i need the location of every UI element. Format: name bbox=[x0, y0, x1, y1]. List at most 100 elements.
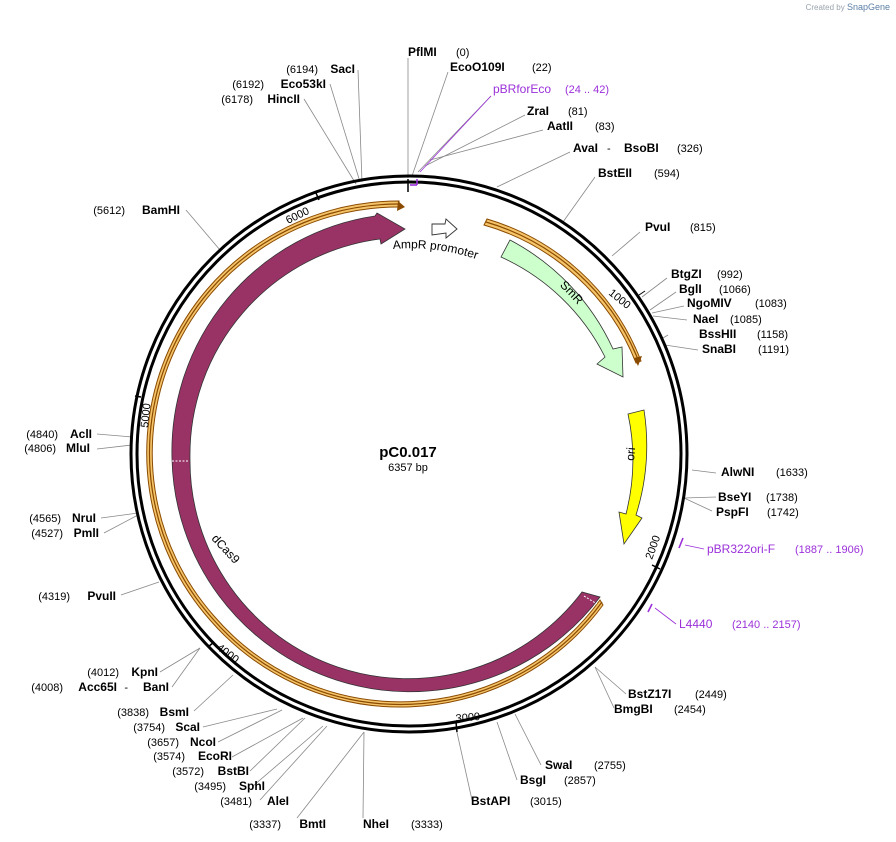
primer-leaders bbox=[419, 95, 705, 625]
site-pos: (4008) bbox=[31, 682, 63, 694]
site-pos: (3572) bbox=[172, 766, 204, 778]
site-name: BtgZI bbox=[671, 267, 702, 281]
site-pos: (81) bbox=[568, 106, 588, 118]
site-name: KpnI bbox=[131, 665, 158, 679]
site-name: NheI bbox=[363, 817, 389, 831]
site-name: PvuII bbox=[87, 589, 116, 603]
site-pos: (3333) bbox=[411, 819, 443, 831]
site-pos: (2857) bbox=[564, 775, 596, 787]
tick-3000: 3000 bbox=[455, 711, 480, 725]
svg-text:-: - bbox=[607, 143, 611, 155]
site-pos: (1066) bbox=[719, 284, 751, 296]
site-name: AleI bbox=[267, 794, 289, 808]
tick-5000: 5000 bbox=[139, 403, 153, 429]
site-pos: (4319) bbox=[38, 591, 70, 603]
site-name: AlwNI bbox=[721, 465, 754, 479]
ori-label: ori bbox=[623, 447, 638, 462]
site-name: SnaBI bbox=[702, 342, 736, 356]
primer-marks bbox=[410, 179, 684, 613]
site-name: PmlI bbox=[74, 526, 99, 540]
site-pos: (3015) bbox=[530, 796, 562, 808]
site-pos: (2449) bbox=[695, 689, 727, 701]
site-pos: (83) bbox=[595, 121, 615, 133]
restriction-sites: PflMI (0) EcoO109I (22) ZraI (81) AatII … bbox=[363, 45, 808, 831]
site-pos: (3574) bbox=[153, 751, 185, 763]
site-pos: (1738) bbox=[766, 492, 798, 504]
site-pos: (3754) bbox=[133, 722, 165, 734]
site-name: AvaI bbox=[573, 141, 598, 155]
site-pos: (4527) bbox=[31, 528, 63, 540]
site-pos: (6192) bbox=[232, 79, 264, 91]
site-name: BstZ17I bbox=[628, 687, 671, 701]
site-pos: (4840) bbox=[26, 429, 58, 441]
site-pos: (3838) bbox=[117, 707, 149, 719]
orf-bands bbox=[146, 200, 642, 708]
site-name: EcoO109I bbox=[450, 60, 505, 74]
ampr-promoter-arrow bbox=[431, 218, 458, 239]
site-name: PvuI bbox=[645, 220, 670, 234]
feature-arrows bbox=[171, 212, 648, 693]
site-pos: (1191) bbox=[758, 344, 789, 356]
smr-feature-arrow bbox=[500, 239, 624, 378]
snapgene-credit: Created by SnapGene bbox=[805, 2, 890, 12]
backbone-outer-ring bbox=[129, 174, 689, 734]
site-name: Eco53kI bbox=[281, 77, 326, 91]
site-name: BstEII bbox=[598, 166, 632, 180]
site-name: BsmI bbox=[160, 705, 189, 719]
site-name: BmtI bbox=[299, 817, 326, 831]
site-name: SwaI bbox=[545, 758, 572, 772]
site-pos: (1633) bbox=[776, 467, 808, 479]
site-pos: (3337) bbox=[249, 819, 281, 831]
primer-pos: (2140 .. 2157) bbox=[732, 619, 801, 631]
primer-pos: (24 .. 42) bbox=[565, 84, 609, 96]
ampr-promoter-label: AmpR promoter bbox=[392, 237, 480, 262]
site-name: ScaI bbox=[175, 720, 200, 734]
site-name: AatII bbox=[547, 119, 573, 133]
site-name: PspFI bbox=[716, 505, 749, 519]
site-name: BanI bbox=[143, 680, 169, 694]
site-pos: (2755) bbox=[594, 760, 626, 772]
backbone-site-ticks bbox=[134, 179, 661, 733]
site-name: BstBI bbox=[218, 764, 249, 778]
site-pos: (3657) bbox=[147, 737, 179, 749]
snapgene-logo: SnapGene bbox=[846, 2, 890, 12]
site-pos: (815) bbox=[690, 222, 716, 234]
svg-text:-: - bbox=[124, 682, 128, 694]
site-name: PflMI bbox=[408, 45, 437, 59]
site-pos: (594) bbox=[654, 168, 680, 180]
site-name: SphI bbox=[239, 779, 265, 793]
site-name: NaeI bbox=[693, 312, 718, 326]
site-name: BsoBI bbox=[624, 141, 659, 155]
site-pos: (1083) bbox=[755, 298, 787, 310]
site-pos: (1158) bbox=[757, 329, 788, 341]
site-pos: (22) bbox=[532, 62, 552, 74]
site-name: HincII bbox=[267, 92, 300, 106]
site-name: BsgI bbox=[520, 773, 546, 787]
smr-orf-band bbox=[483, 218, 642, 364]
site-name: BamHI bbox=[142, 203, 180, 217]
site-name: NgoMIV bbox=[687, 296, 732, 310]
plasmid-length: 6357 bp bbox=[388, 462, 428, 474]
site-name: BglI bbox=[679, 282, 702, 296]
site-pos: (1742) bbox=[767, 507, 799, 519]
site-pos: (6194) bbox=[286, 64, 318, 76]
site-name: MluI bbox=[66, 441, 90, 455]
site-name: BmgBI bbox=[614, 702, 653, 716]
primers: pBRforEco (24 .. 42) pBR322ori-F (1887 .… bbox=[493, 82, 864, 631]
ori-feature-arrow bbox=[618, 409, 648, 546]
site-pos: (2454) bbox=[674, 704, 706, 716]
site-name: AclI bbox=[70, 427, 92, 441]
site-pos: (4806) bbox=[24, 443, 56, 455]
primer-pos: (1887 .. 1906) bbox=[795, 544, 864, 556]
site-pos: (0) bbox=[456, 47, 469, 59]
site-pos: (3481) bbox=[220, 796, 252, 808]
site-pos: (3495) bbox=[194, 781, 226, 793]
site-pos: (992) bbox=[717, 269, 743, 281]
restriction-sites-left: BmtI (3337) AleI (3481) SphI (3495) BstB… bbox=[24, 62, 355, 831]
site-pos: (4012) bbox=[87, 667, 119, 679]
primer-name: pBR322ori-F bbox=[707, 542, 775, 556]
site-name: ZraI bbox=[527, 104, 549, 118]
site-name: BstAPI bbox=[471, 794, 510, 808]
leader-lines bbox=[96, 58, 717, 819]
